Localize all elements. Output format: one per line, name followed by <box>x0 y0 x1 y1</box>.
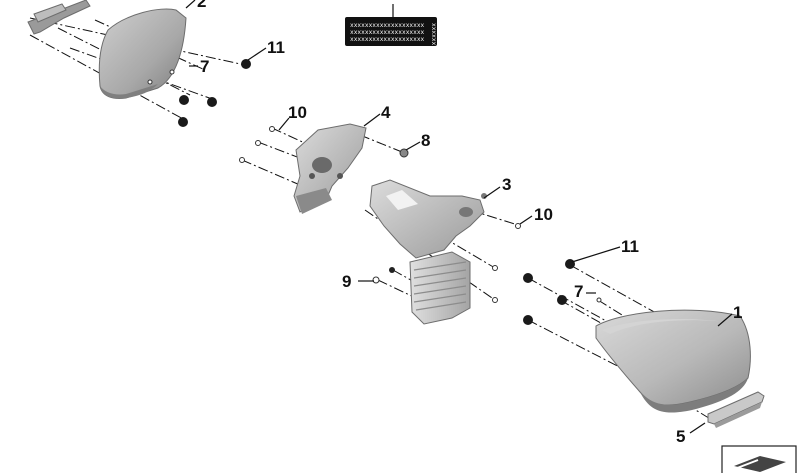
label-line-2: xxxxxxxxxxxxxxxxxxxx <box>350 29 425 36</box>
callout-2: 2 <box>197 0 206 11</box>
part-8-nut <box>399 148 409 158</box>
callout-numbers: 2 7 11 4 10 8 3 10 9 11 7 1 5 <box>197 0 742 446</box>
callout-3: 3 <box>502 175 511 194</box>
reference-symbol-box <box>721 445 797 473</box>
part-2-fasteners <box>147 59 251 127</box>
label-line-3: xxxxxxxxxxxxxxxxxxxx <box>350 36 425 43</box>
callout-10-upper: 10 <box>288 103 307 122</box>
callout-9: 9 <box>342 272 351 291</box>
callout-1: 1 <box>733 303 742 322</box>
callout-7-upper: 7 <box>200 57 209 76</box>
leader-lines <box>185 0 733 434</box>
part-2-side-cover-upper <box>27 0 187 99</box>
warning-label-plate: xxxxxxxxxxxxxxxxxxxx xxxxxxxxxxxxxxxxxxx… <box>345 17 437 46</box>
part-3-inner-panel <box>369 179 487 259</box>
callout-4: 4 <box>381 103 391 122</box>
part-1-side-cover-lower <box>595 309 751 413</box>
part-10-screws-upper <box>239 126 275 163</box>
part-9-clip <box>372 267 395 284</box>
part-10-screws-lower <box>492 223 521 303</box>
label-side-text: xxxxxx <box>430 23 437 46</box>
callout-11-lower: 11 <box>621 237 639 256</box>
part-11-7-fasteners-lower <box>523 259 602 325</box>
part-4-mounting-bracket <box>293 123 367 214</box>
callout-11-upper: 11 <box>267 38 285 57</box>
part-5-bracket-lower <box>707 391 765 428</box>
label-line-1: xxxxxxxxxxxxxxxxxxxx <box>350 22 425 29</box>
callout-10-lower: 10 <box>534 205 553 224</box>
part-ribbed-housing <box>409 251 471 325</box>
callout-8: 8 <box>421 131 430 150</box>
callout-5: 5 <box>676 427 685 446</box>
callout-7-lower: 7 <box>574 282 583 301</box>
